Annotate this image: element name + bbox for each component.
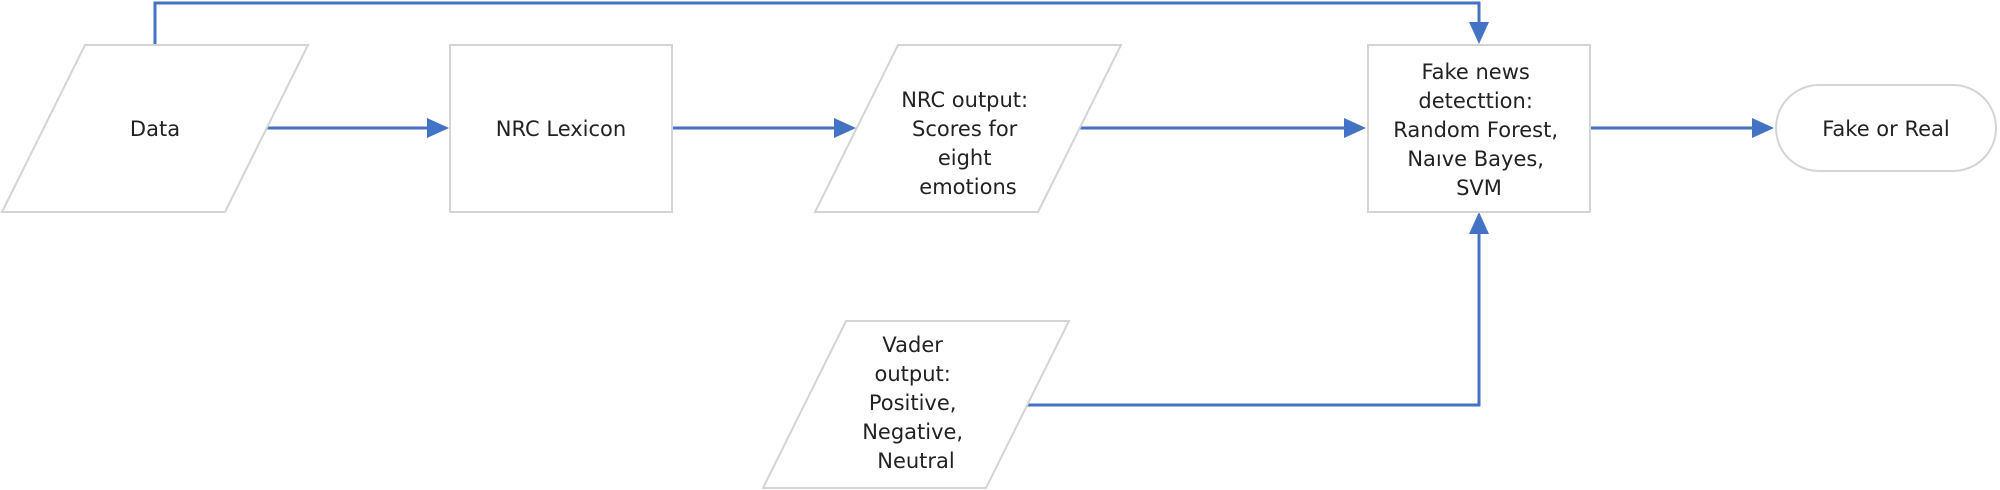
node-vader-output-label: Vader output: Positive, Negative, Neutra…: [862, 333, 970, 473]
node-vader-output-line: Positive,: [869, 391, 957, 415]
node-fake-news-detection: Fake news detecttion: Random Forest, Naı…: [1367, 44, 1591, 213]
node-fake-or-real-label: Fake or Real: [1822, 117, 1949, 141]
node-fake-news-detection-line: Naıve Bayes,: [1407, 147, 1544, 171]
node-fake-news-detection-label: Fake news detecttion: Random Forest, Naı…: [1393, 60, 1564, 200]
node-fake-news-detection-line: Random Forest,: [1393, 118, 1558, 142]
node-nrc-output-line: NRC output:: [901, 88, 1028, 112]
node-nrc-lexicon: NRC Lexicon: [449, 44, 673, 213]
nrc-lexicon-box: [449, 44, 673, 213]
node-nrc-output-label: NRC output: Scores for eight emotions: [901, 88, 1035, 199]
edge-data-to-detection-top: [153, 1, 1481, 45]
node-fake-news-detection-line: SVM: [1456, 176, 1502, 200]
node-vader-output-line: output:: [874, 362, 950, 386]
node-nrc-output-line: emotions: [919, 175, 1016, 199]
connectors: [153, 1, 1774, 407]
node-data-label: Data: [130, 117, 180, 141]
node-fake-news-detection-line: Fake news: [1421, 60, 1529, 84]
node-fake-or-real-line: Fake or Real: [1822, 117, 1949, 141]
node-nrc-output-line: eight: [938, 146, 992, 170]
arrowhead-detection-bottom: [1469, 212, 1489, 234]
nrc-output-parallelogram: [813, 44, 1123, 213]
fake-news-detection-box: [1367, 44, 1591, 213]
arrowhead-detection-left: [1344, 118, 1366, 138]
node-vader-output: Vader output: Positive, Negative, Neutra…: [761, 320, 1071, 489]
node-fake-or-real: Fake or Real: [1775, 84, 1997, 172]
data-parallelogram: [0, 44, 310, 213]
node-data-line: Data: [130, 117, 180, 141]
fake-or-real-terminal: [1775, 84, 1997, 172]
node-vader-output-line: Neutral: [877, 449, 955, 473]
node-vader-output-line: Vader: [882, 333, 943, 357]
node-nrc-output: NRC output: Scores for eight emotions: [813, 44, 1123, 213]
node-vader-output-line: Negative,: [862, 420, 963, 444]
node-nrc-lexicon-line: NRC Lexicon: [496, 117, 626, 141]
node-fake-news-detection-line: detecttion:: [1418, 89, 1533, 113]
arrowhead-result: [1752, 118, 1774, 138]
arrowhead-detection-top: [1469, 22, 1489, 44]
node-nrc-lexicon-label: NRC Lexicon: [496, 117, 626, 141]
arrowhead-nrc-lexicon: [427, 118, 449, 138]
node-nrc-output-line: Scores for: [912, 117, 1018, 141]
edge-vader-to-detection: [1027, 234, 1481, 407]
node-data: Data: [0, 44, 310, 213]
arrowhead-nrc-output: [834, 118, 856, 138]
vader-output-parallelogram: [761, 320, 1071, 489]
